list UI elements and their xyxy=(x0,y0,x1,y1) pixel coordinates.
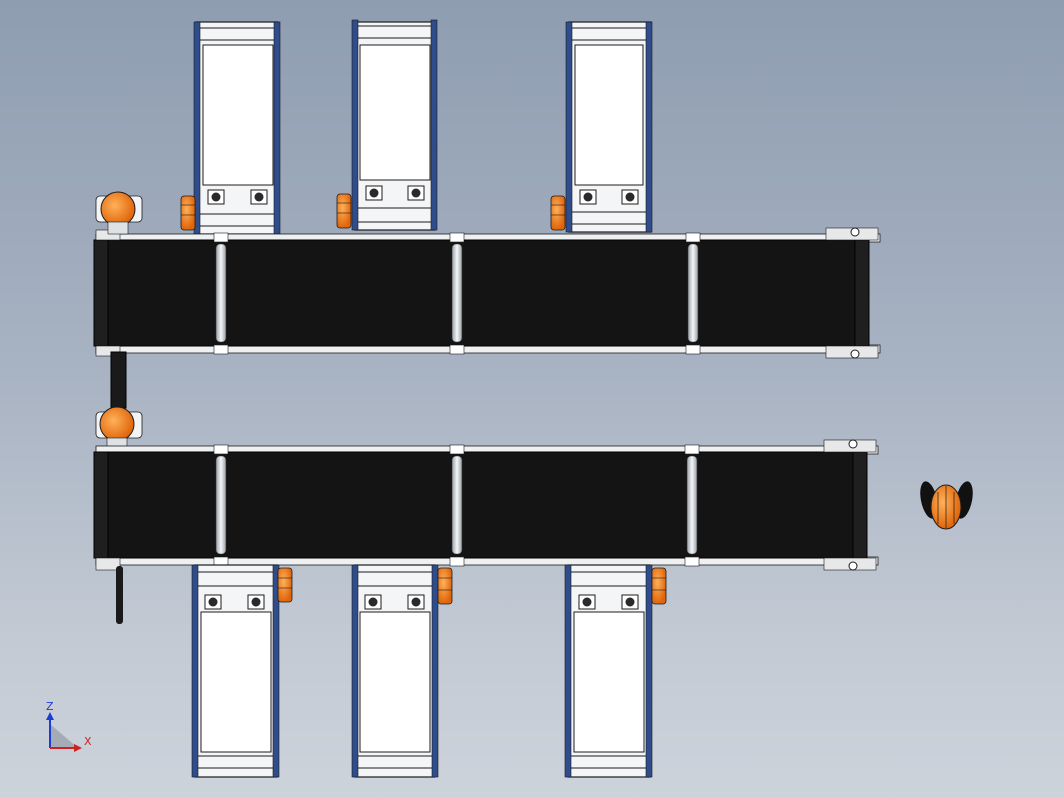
drive-motor-upper[interactable] xyxy=(95,191,143,235)
belt-support-roller xyxy=(451,455,463,555)
main-conveyor-lower[interactable] xyxy=(93,439,879,571)
belt-support-roller xyxy=(451,243,463,343)
axis-x-label: X xyxy=(84,735,92,748)
transfer-chain-guard xyxy=(110,351,127,409)
feeder-motor-bottom-1 xyxy=(277,567,293,603)
belt-support-roller xyxy=(687,243,699,343)
feeder-top-1[interactable] xyxy=(193,21,281,235)
feeder-top-2[interactable] xyxy=(351,19,438,231)
support-leg xyxy=(116,566,123,624)
axis-triad: Z X xyxy=(46,700,92,752)
feeder-motor-bottom-3 xyxy=(651,567,667,605)
main-conveyor-upper[interactable] xyxy=(93,227,881,359)
feeder-motor-top-1 xyxy=(180,195,196,231)
feeder-bottom-2[interactable] xyxy=(351,564,439,778)
feeder-motor-bottom-2 xyxy=(437,567,453,605)
operator-figure-icon[interactable] xyxy=(917,480,976,530)
feeder-bottom-3[interactable] xyxy=(564,564,653,778)
belt-support-roller xyxy=(215,243,227,343)
belt-support-roller xyxy=(215,455,227,555)
feeder-motor-top-2 xyxy=(336,193,352,229)
drive-motor-lower[interactable] xyxy=(95,406,143,449)
feeder-top-3[interactable] xyxy=(565,21,653,233)
feeder-bottom-1[interactable] xyxy=(191,564,280,778)
belt-support-roller xyxy=(686,455,698,555)
axis-z-label: Z xyxy=(46,700,54,713)
feeder-motor-top-3 xyxy=(550,195,566,231)
